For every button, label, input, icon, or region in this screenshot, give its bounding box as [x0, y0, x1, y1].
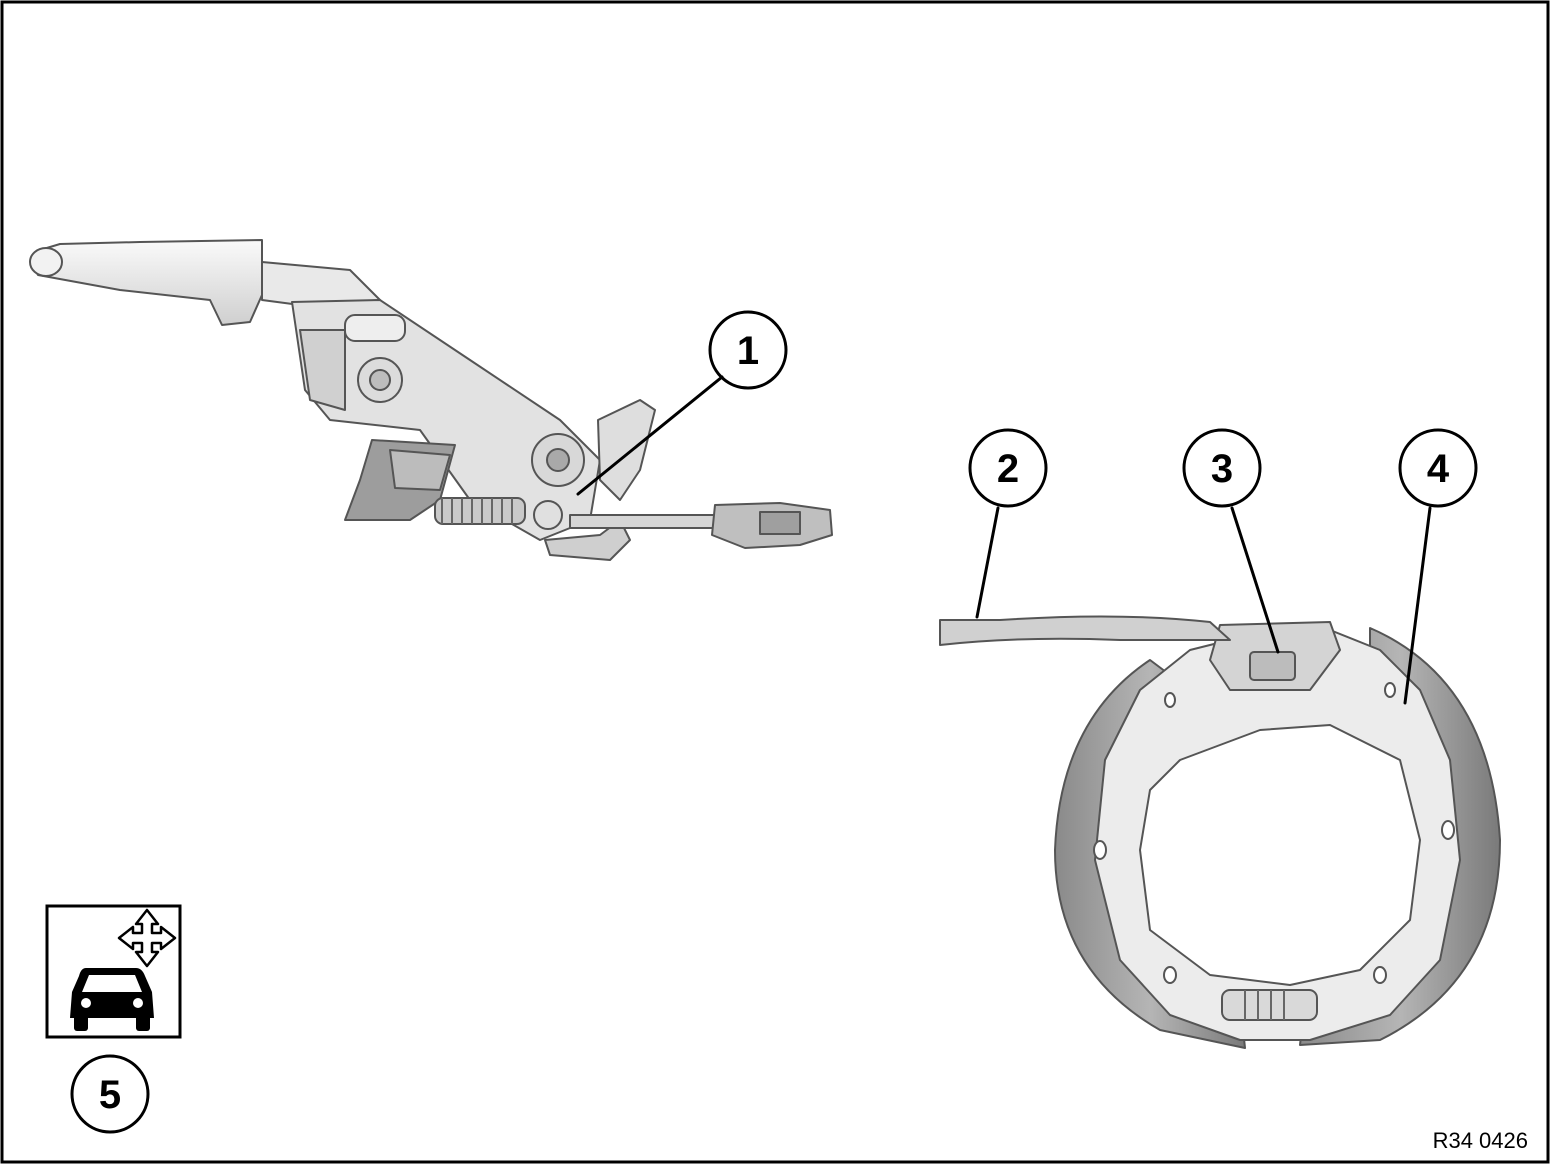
handbrake-lever [29, 239, 833, 561]
callout-label: 3 [1211, 447, 1233, 491]
leader-line-4 [1403, 506, 1432, 705]
callout-3: 3 [1182, 428, 1262, 508]
leader-lines [576, 375, 1432, 705]
figure-code: R34 0426 [1433, 1128, 1528, 1153]
brake-shoe-assembly [939, 615, 1501, 1049]
callout-1: 1 [708, 310, 788, 390]
leader-line-3 [1230, 506, 1280, 654]
callout-label: 4 [1427, 447, 1450, 491]
callout-5: 5 [70, 1054, 150, 1134]
leader-line-1 [576, 375, 724, 496]
callout-label: 5 [99, 1073, 121, 1117]
leader-line-2 [975, 506, 1000, 619]
bottom-adjuster [1221, 989, 1318, 1021]
tension-spring [434, 497, 563, 530]
vehicle-adjust-icon [45, 904, 182, 1039]
callout-4: 4 [1398, 428, 1478, 508]
callout-2: 2 [968, 428, 1048, 508]
callout-label: 1 [737, 329, 759, 373]
callout-label: 2 [997, 447, 1019, 491]
